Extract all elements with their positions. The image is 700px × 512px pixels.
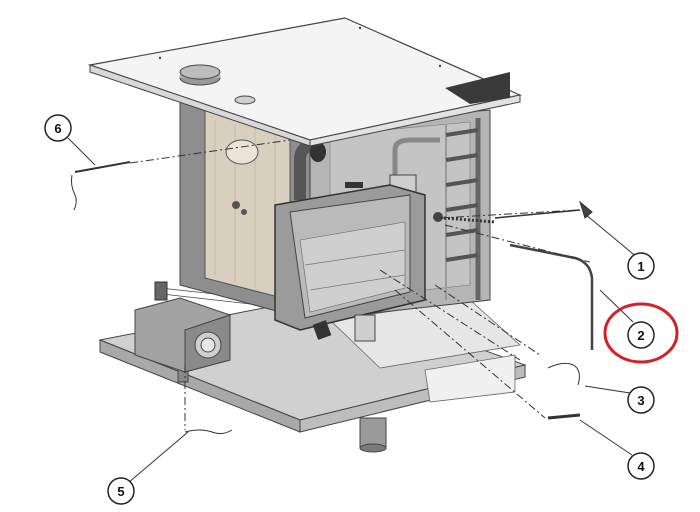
callout-3-label: 3: [637, 393, 644, 408]
callout-2: 2: [603, 302, 679, 364]
part-6-probe: [70, 161, 131, 211]
callout-pointers: [67, 137, 639, 484]
part-3-wire: [547, 362, 580, 386]
callout-6-label: 6: [54, 121, 61, 136]
top-panel: [87, 17, 522, 147]
callout-2-label: 2: [637, 328, 644, 343]
rack-rungs: [445, 128, 479, 262]
part-2-rod: [509, 243, 594, 350]
cooking-chamber: [274, 182, 426, 342]
callout-6: 6: [44, 114, 72, 142]
part-5-wire: [184, 429, 233, 435]
part-4-bar: [547, 413, 581, 420]
burner-unit: [134, 281, 271, 373]
callout-5: 5: [107, 477, 135, 505]
callout-1: 1: [627, 252, 655, 280]
leader-lines: [129, 139, 591, 430]
callout-5-label: 5: [117, 484, 124, 499]
callout-2-highlight-ring: [603, 302, 679, 364]
part-1-sensor: [494, 200, 593, 219]
callout-4-label: 4: [637, 459, 645, 474]
callout-1-label: 1: [637, 259, 644, 274]
callout-3: 3: [627, 386, 655, 414]
callout-4: 4: [627, 452, 655, 480]
